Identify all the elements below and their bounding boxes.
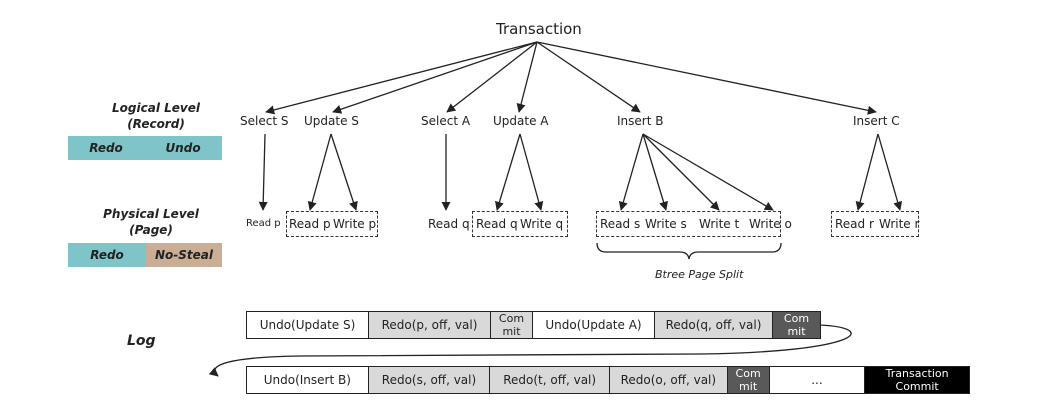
log-entry: Redo(o, off, val) xyxy=(609,367,728,393)
btree-brace xyxy=(596,242,782,260)
insert-b-read-s: Read s xyxy=(600,217,641,231)
arrow-insert-b-write-o xyxy=(642,133,774,211)
arrow-update-a-read-q xyxy=(495,133,521,211)
physical-level-line1: Physical Level xyxy=(103,207,199,221)
log-entry: Redo(s, off, val) xyxy=(368,367,491,393)
arrow-update-s-write-p xyxy=(330,133,358,211)
update-a-read-q: Read q xyxy=(476,217,518,231)
btree-page-split-label: Btree Page Split xyxy=(655,268,744,281)
log-label: Log xyxy=(127,333,156,349)
log-entry: Redo(t, off, val) xyxy=(490,367,610,393)
log-entry-transaction-commit: Transaction Commit xyxy=(865,367,969,393)
log-entry-commit: Com mit xyxy=(727,367,770,393)
log-entry-transaction-commit-text: Transaction Commit xyxy=(885,367,949,393)
arrow-select-s-read-p xyxy=(258,133,268,211)
arrow-transaction-insert-b xyxy=(536,41,641,113)
logical-undo-chip: Undo xyxy=(144,136,222,160)
update-a-write-q: Write q xyxy=(520,217,564,231)
read-q-standalone: Read q xyxy=(428,217,470,231)
log-entry-commit: Com mit xyxy=(491,312,533,338)
log-entry: Redo(p, off, val) xyxy=(369,312,491,338)
read-p-standalone: Read p xyxy=(246,218,281,229)
log-entry-commit: Com mit xyxy=(773,312,820,338)
transaction-root: Transaction xyxy=(496,20,582,38)
insert-c-write-r: Write r xyxy=(879,217,920,231)
log-entry-commit-text: Com mit xyxy=(735,367,761,393)
log-wrap-connector xyxy=(208,324,852,377)
arrow-update-a-write-q xyxy=(519,133,544,211)
physical-nosteal-chip: No-Steal xyxy=(146,243,222,267)
logical-level-line1: Logical Level xyxy=(112,101,200,115)
update-a-ops-group: Read q Write q xyxy=(472,211,568,237)
insert-b-write-o: Write o xyxy=(749,217,792,231)
arrow-transaction-select-a xyxy=(446,41,538,113)
op-update-s: Update S xyxy=(304,114,359,128)
op-insert-c: Insert C xyxy=(853,114,900,128)
logical-level-title: Logical Level (Record) xyxy=(86,100,226,132)
update-s-write-p: Write p xyxy=(333,217,377,231)
insert-b-ops-group: Read s Write s Write t Write o xyxy=(596,211,792,237)
log-entry-commit-text: Com mit xyxy=(498,312,525,338)
log-entry: Undo(Update A) xyxy=(533,312,655,338)
op-select-a: Select A xyxy=(421,114,471,128)
arrow-insert-b-read-s xyxy=(618,133,644,211)
logical-level-line2: (Record) xyxy=(127,117,185,131)
arrow-insert-b-write-t xyxy=(642,133,720,211)
insert-c-ops-group: Read r Write r xyxy=(831,211,919,237)
physical-redo-chip: Redo xyxy=(68,243,146,267)
log-entry: Undo(Update S) xyxy=(247,312,369,338)
arrow-update-s-read-p xyxy=(307,133,332,211)
insert-b-write-t: Write t xyxy=(699,217,740,231)
log-entry-ellipsis: ... xyxy=(769,367,866,393)
op-update-a: Update A xyxy=(493,114,549,128)
arrow-transaction-insert-c xyxy=(536,41,877,115)
op-select-s: Select S xyxy=(240,114,289,128)
arrow-insert-c-read-r xyxy=(855,133,879,211)
log-row-1: Undo(Update S) Redo(p, off, val) Com mit… xyxy=(246,311,821,339)
insert-c-read-r: Read r xyxy=(835,217,874,231)
update-s-ops-group: Read p Write p xyxy=(286,211,378,237)
arrow-transaction-update-a xyxy=(516,41,538,113)
arrow-insert-c-write-r xyxy=(877,133,903,211)
log-entry-commit-text: Com mit xyxy=(783,312,810,338)
arrow-transaction-update-s xyxy=(332,41,538,114)
physical-level-line2: (Page) xyxy=(129,223,173,237)
op-insert-b: Insert B xyxy=(617,114,664,128)
arrow-insert-b-write-s xyxy=(642,133,668,211)
update-s-read-p: Read p xyxy=(289,217,331,231)
log-entry: Undo(Insert B) xyxy=(247,367,369,393)
insert-b-write-s: Write s xyxy=(645,217,687,231)
physical-level-title: Physical Level (Page) xyxy=(76,206,226,238)
log-row-2: Undo(Insert B) Redo(s, off, val) Redo(t,… xyxy=(246,366,970,394)
log-entry: Redo(q, off, val) xyxy=(655,312,773,338)
logical-redo-chip: Redo xyxy=(68,136,144,160)
arrow-transaction-select-s xyxy=(265,41,538,115)
